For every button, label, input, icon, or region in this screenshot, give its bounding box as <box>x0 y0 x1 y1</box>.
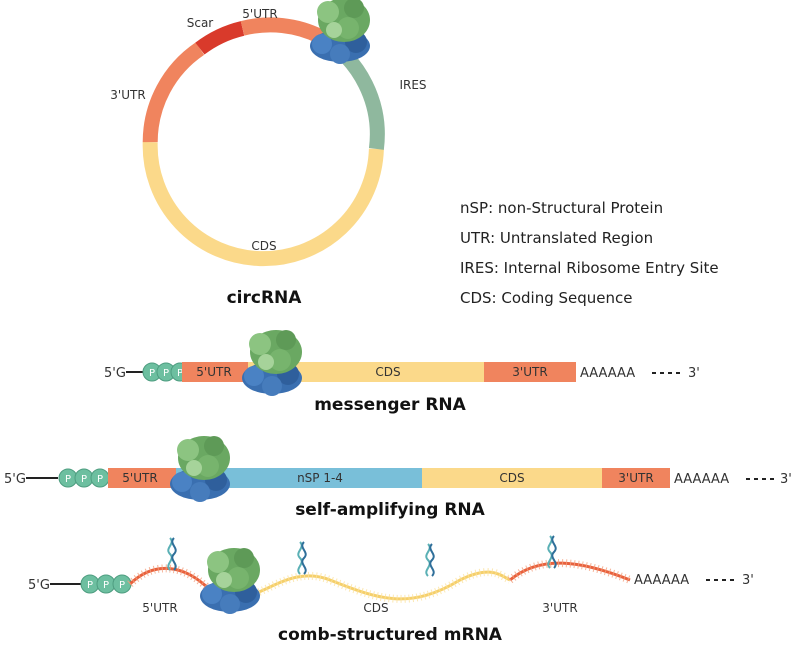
sarna-3prime: 3' <box>780 472 792 487</box>
circ-utr3-arc <box>142 42 205 143</box>
mrna-utr3-segment <box>484 362 576 382</box>
circ-utr5-arc <box>240 17 325 44</box>
mrna-cap-icon: P P P <box>142 362 190 382</box>
mrna-prefix: 5'G <box>104 366 126 381</box>
circ-scar-arc <box>195 21 245 55</box>
svg-text:P: P <box>149 368 155 379</box>
circ-scar-label: Scar <box>187 16 214 30</box>
legend-cds: CDS: Coding Sequence <box>460 289 633 307</box>
comb-utr5-label: 5'UTR <box>142 601 177 615</box>
legend: nSP: non-Structural Protein UTR: Untrans… <box>460 199 719 307</box>
sarna-construct: 5'G P P P 5'UTR nSP 1-4 CDS 3'UTR AAAAAA… <box>4 436 792 520</box>
comb-utr3-label: 3'UTR <box>542 601 577 615</box>
legend-ires: IRES: Internal Ribosome Entry Site <box>460 259 719 277</box>
circrna-title: circRNA <box>227 288 303 308</box>
sarna-utr3-segment <box>602 468 670 488</box>
circ-cds-label: CDS <box>251 239 276 253</box>
svg-text:P: P <box>163 368 169 379</box>
sarna-cds-segment <box>422 468 602 488</box>
comb-construct: 5'G P P P 5'UTR CDS 3'UTR AAAAAA 3' comb… <box>28 535 754 645</box>
comb-title: comb-structured mRNA <box>278 625 503 645</box>
mrna-cds-label: CDS <box>375 365 400 379</box>
circ-utr5-label: 5'UTR <box>242 7 277 21</box>
svg-text:P: P <box>87 580 93 591</box>
circ-cds-arc <box>142 141 384 267</box>
mrna-title: messenger RNA <box>314 395 466 415</box>
mrna-utr3-label: 3'UTR <box>512 365 547 379</box>
svg-text:P: P <box>65 474 71 485</box>
sarna-nsp-label: nSP 1-4 <box>297 471 343 485</box>
mrna-3prime: 3' <box>688 366 700 381</box>
svg-text:P: P <box>177 368 183 379</box>
mrna-cds-segment <box>248 362 484 382</box>
svg-text:P: P <box>119 580 125 591</box>
sarna-prefix: 5'G <box>4 472 26 487</box>
circ-utr3-label: 3'UTR <box>110 88 145 102</box>
svg-text:P: P <box>81 474 87 485</box>
legend-utr: UTR: Untranslated Region <box>460 229 653 247</box>
comb-prefix: 5'G <box>28 578 50 593</box>
mrna-polya-tail: AAAAAA <box>580 366 635 381</box>
svg-text:P: P <box>97 474 103 485</box>
svg-text:P: P <box>103 580 109 591</box>
comb-helix-icon <box>425 543 435 577</box>
comb-cds-label: CDS <box>363 601 388 615</box>
sarna-polya-tail: AAAAAA <box>674 472 729 487</box>
sarna-utr5-segment <box>108 468 176 488</box>
comb-ribosome-icon <box>200 548 260 614</box>
sarna-utr5-label: 5'UTR <box>122 471 157 485</box>
mrna-construct: 5'G P P P 5'UTR CDS 3'UTR AAAAAA 3' mess… <box>104 330 700 415</box>
sarna-cds-label: CDS <box>499 471 524 485</box>
mrna-utr5-segment <box>182 362 248 382</box>
comb-helix-icon <box>167 537 177 571</box>
comb-helix-icon <box>297 541 307 575</box>
sarna-nsp-segment <box>176 468 422 488</box>
comb-3prime: 3' <box>742 573 754 588</box>
circ-ires-label: IRES <box>399 78 426 92</box>
sarna-cap-icon: P P P <box>58 468 110 488</box>
comb-polya-tail: AAAAAA <box>634 573 689 588</box>
sarna-title: self-amplifying RNA <box>295 500 485 520</box>
sarna-utr3-label: 3'UTR <box>618 471 653 485</box>
mrna-utr5-label: 5'UTR <box>196 365 231 379</box>
legend-nsp: nSP: non-Structural Protein <box>460 199 663 217</box>
comb-cap-icon: P P P <box>80 574 132 594</box>
